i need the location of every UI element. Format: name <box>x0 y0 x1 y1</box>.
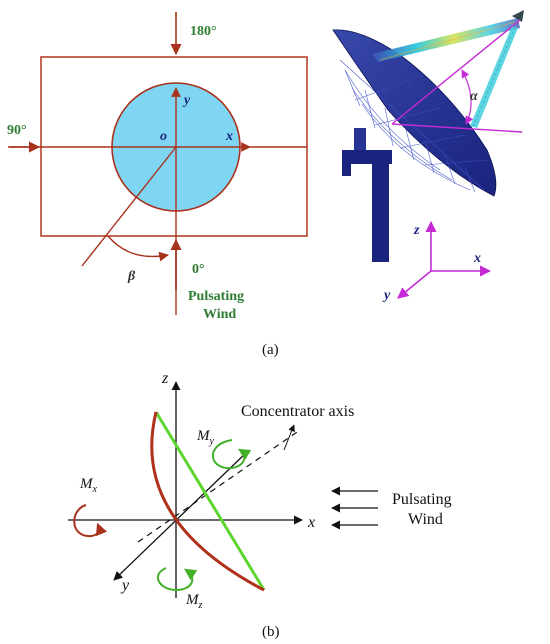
concentrator-axis-line <box>391 19 521 125</box>
dish-model: α z x y <box>332 10 524 303</box>
label-origin: o <box>160 129 167 144</box>
alpha-arc <box>461 69 474 125</box>
horizontal-reference <box>391 123 523 133</box>
b-mx-loop <box>73 504 108 538</box>
b-mz-loop <box>156 567 198 592</box>
label-wind-line1: Pulsating <box>188 289 244 304</box>
receiver <box>512 10 524 22</box>
feed-arm <box>372 18 520 62</box>
b-label-wind-2: Wind <box>408 511 443 528</box>
b-dish-arc <box>150 411 265 592</box>
top-view-diagram: 180° 90° 0° y x o β Pulsating Wind <box>7 12 308 322</box>
b-my-loop <box>211 439 252 470</box>
b-concentrator-axis <box>137 429 301 543</box>
beta-arc <box>107 235 169 262</box>
label-alpha: α <box>470 89 478 104</box>
label-0: 0° <box>192 262 205 277</box>
moment-diagram: z x y Concentrator axis My Mx Mz Pulsati… <box>68 370 452 611</box>
dish-reflector <box>332 29 497 197</box>
label-axis-x: x <box>225 129 233 144</box>
b-label-y: y <box>120 577 130 594</box>
b-y-axis <box>113 450 249 581</box>
label-triad-x: x <box>473 251 481 266</box>
b-label-mz: Mz <box>185 592 203 611</box>
label-beta: β <box>127 269 136 284</box>
beta-line <box>81 146 177 267</box>
triad-y <box>397 270 432 299</box>
label-triad-y: y <box>382 288 391 303</box>
b-label-x: x <box>307 514 315 531</box>
caption-a: (a) <box>262 342 279 358</box>
b-label-wind-1: Pulsating <box>392 491 452 508</box>
b-label-z: z <box>161 370 169 387</box>
feed-strut <box>470 26 518 128</box>
label-triad-z: z <box>413 223 420 238</box>
b-label-concentrator: Concentrator axis <box>241 403 354 420</box>
label-90: 90° <box>7 123 27 138</box>
b-label-mx: Mx <box>79 476 98 495</box>
label-180: 180° <box>190 24 217 39</box>
b-label-my: My <box>196 428 215 447</box>
caption-b: (b) <box>262 624 280 640</box>
pedestal <box>372 160 389 262</box>
b-dish-chord <box>154 411 266 591</box>
label-axis-y: y <box>182 93 191 108</box>
label-wind-line2: Wind <box>203 307 236 322</box>
